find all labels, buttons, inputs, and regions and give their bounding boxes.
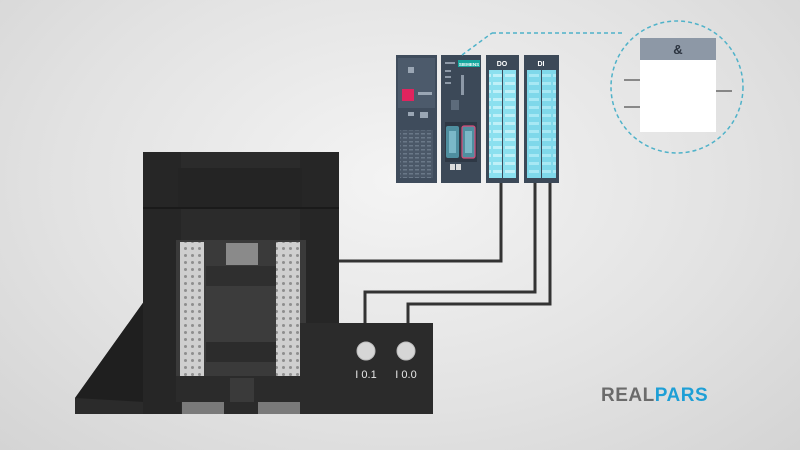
press-die bbox=[206, 342, 276, 362]
input-button-i01[interactable] bbox=[356, 341, 376, 361]
input-panel bbox=[300, 323, 433, 414]
press-foot-right bbox=[258, 402, 300, 414]
wire-di-to-input-i00 bbox=[406, 180, 552, 330]
plc-rack: SIEMENS DO DI bbox=[396, 55, 559, 183]
press-guide-left bbox=[180, 242, 204, 376]
wire-do-to-press bbox=[338, 180, 503, 263]
realpars-logo: REALPARS bbox=[601, 385, 708, 407]
callout-connector-left bbox=[461, 32, 493, 56]
di-module-label: DI bbox=[538, 61, 545, 68]
power-supply-indicator bbox=[402, 89, 414, 101]
cpu-module bbox=[441, 55, 481, 183]
input-label-i00: I 0.0 bbox=[395, 369, 416, 381]
press-ram bbox=[206, 266, 276, 286]
press-guide-right bbox=[276, 242, 300, 376]
logo-part-real: REAL bbox=[601, 385, 655, 406]
logic-callout: & bbox=[461, 20, 744, 154]
callout-circle bbox=[610, 20, 744, 154]
wire-di-to-input-i01 bbox=[363, 180, 537, 330]
and-block-body bbox=[640, 60, 716, 132]
and-block-symbol: & bbox=[673, 42, 682, 57]
cpu-brand-label: SIEMENS bbox=[459, 62, 479, 67]
logo-part-pars: PARS bbox=[654, 385, 709, 406]
input-label-i01: I 0.1 bbox=[355, 369, 376, 381]
do-module-label: DO bbox=[497, 61, 508, 68]
press-foot-left bbox=[182, 402, 224, 414]
input-button-i00[interactable] bbox=[396, 341, 416, 361]
and-block-header bbox=[640, 38, 716, 60]
press-machine: I 0.1 I 0.0 bbox=[75, 152, 433, 414]
press-ram-top bbox=[226, 243, 258, 265]
cpu-brand-badge bbox=[458, 60, 480, 67]
wiring bbox=[338, 180, 552, 330]
